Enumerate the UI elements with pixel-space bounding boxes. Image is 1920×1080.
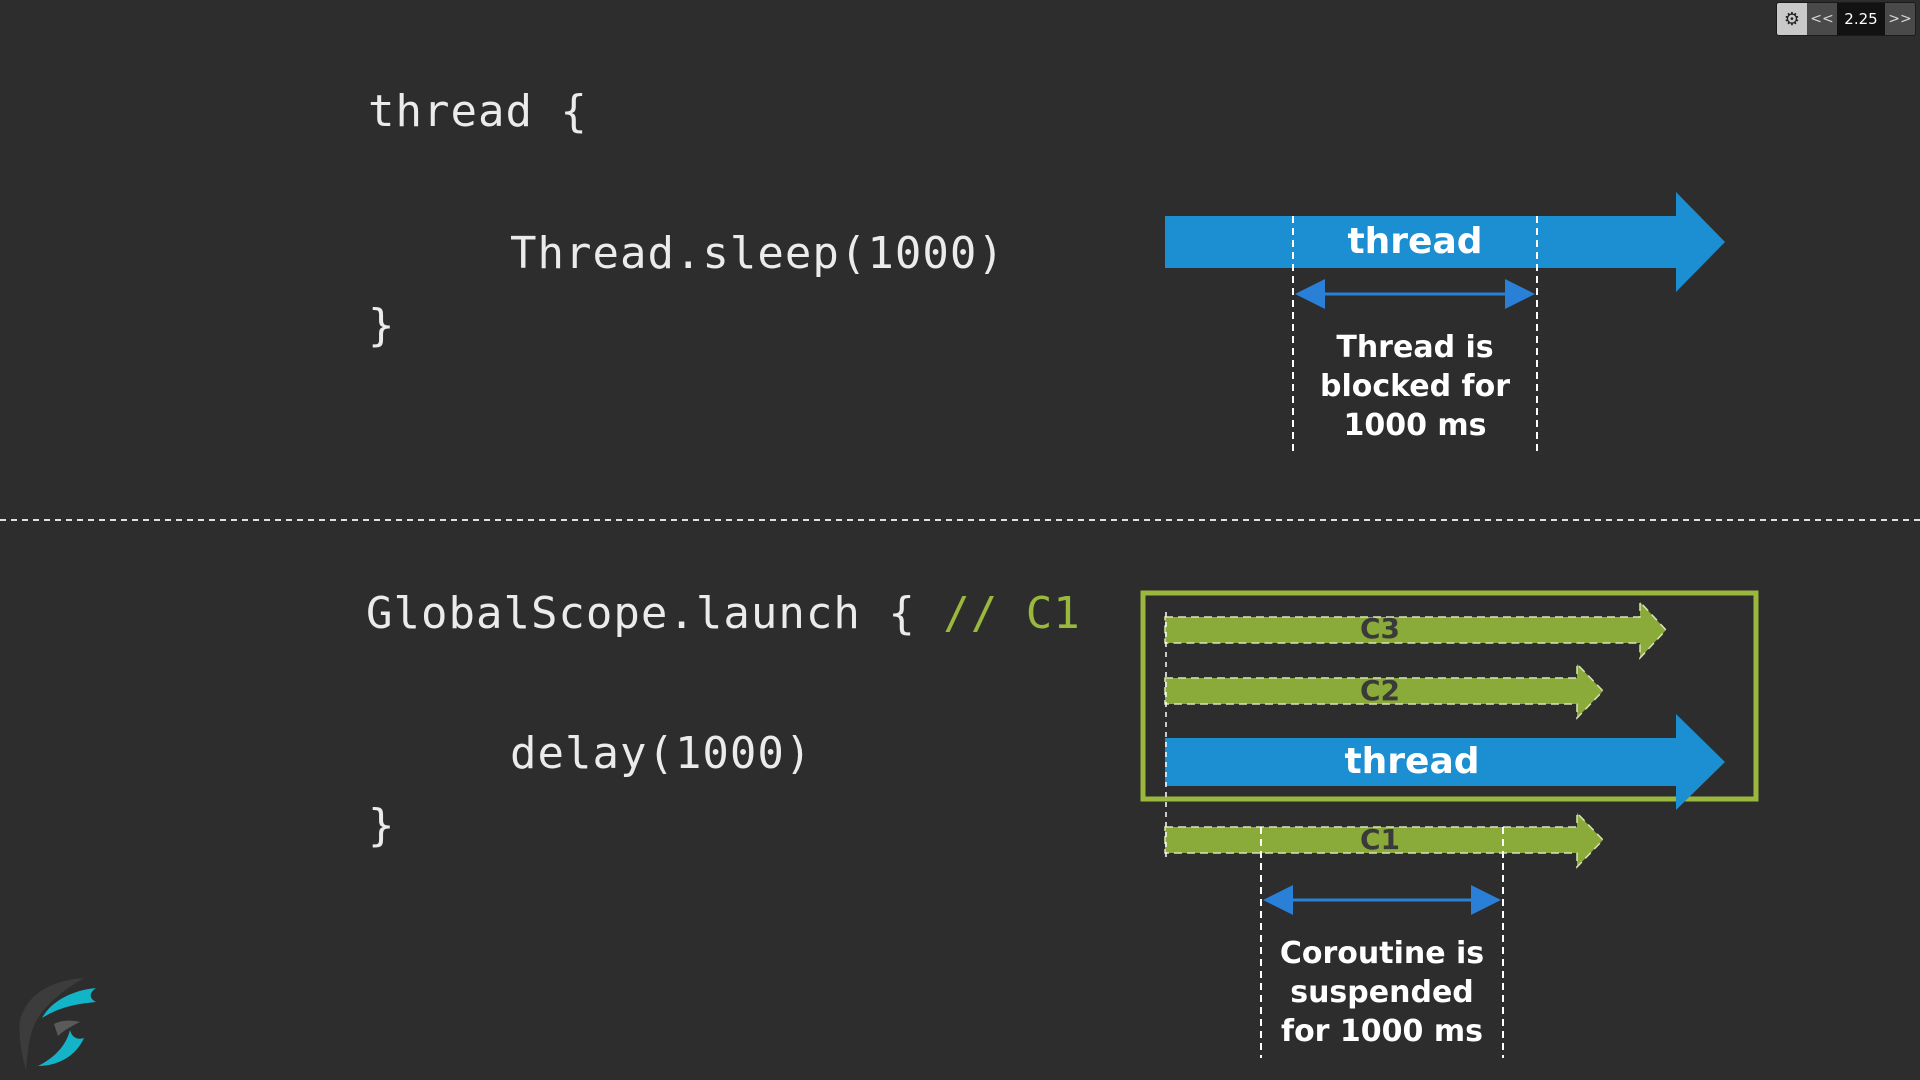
thread-bar-label-top: thread [1347, 221, 1483, 262]
coroutine-c2-arrow [1164, 662, 1605, 720]
code-thread-open: thread { [368, 86, 588, 137]
code-launch-text: GlobalScope.launch { [366, 588, 944, 639]
playback-speed-control: ⚙ << 2.25 >> [1776, 2, 1916, 36]
coroutine-c1-arrow [1164, 811, 1605, 869]
coroutine-c1-label: C1 [1359, 823, 1401, 856]
gear-icon[interactable]: ⚙ [1777, 3, 1807, 35]
code-thread-close: } [368, 300, 396, 351]
coroutine-c2-label: C2 [1359, 674, 1401, 707]
coroutine-c3-arrow [1164, 600, 1668, 660]
code-delay: delay(1000) [510, 728, 813, 779]
speed-increase-button[interactable]: >> [1885, 3, 1915, 35]
blocked-caption-line-2: blocked for [1319, 369, 1511, 404]
blocked-caption: Thread is blocked for 1000 ms [1285, 328, 1545, 445]
blocked-caption-line-3: 1000 ms [1343, 408, 1487, 443]
code-launch-open: GlobalScope.launch { // C1 [366, 588, 1081, 639]
speed-value: 2.25 [1837, 3, 1885, 35]
suspended-caption-line-3: for 1000 ms [1281, 1014, 1483, 1049]
brand-logo-icon [19, 978, 96, 1070]
suspended-caption-line-1: Coroutine is [1279, 936, 1485, 971]
code-comment: // C1 [943, 588, 1081, 639]
blocked-caption-line-1: Thread is [1336, 330, 1494, 365]
suspended-caption: Coroutine is suspended for 1000 ms [1252, 934, 1512, 1051]
code-thread-sleep: Thread.sleep(1000) [510, 228, 1005, 279]
thread-arrow-top [1165, 192, 1725, 292]
thread-arrow-bottom [1165, 714, 1725, 810]
speed-decrease-button[interactable]: << [1807, 3, 1837, 35]
code-launch-close: } [368, 800, 396, 851]
coroutine-c3-label: C3 [1359, 612, 1401, 645]
thread-bar-label-bottom: thread [1344, 741, 1480, 782]
thread-context-box [1140, 590, 1759, 802]
suspended-caption-line-2: suspended [1290, 975, 1474, 1010]
